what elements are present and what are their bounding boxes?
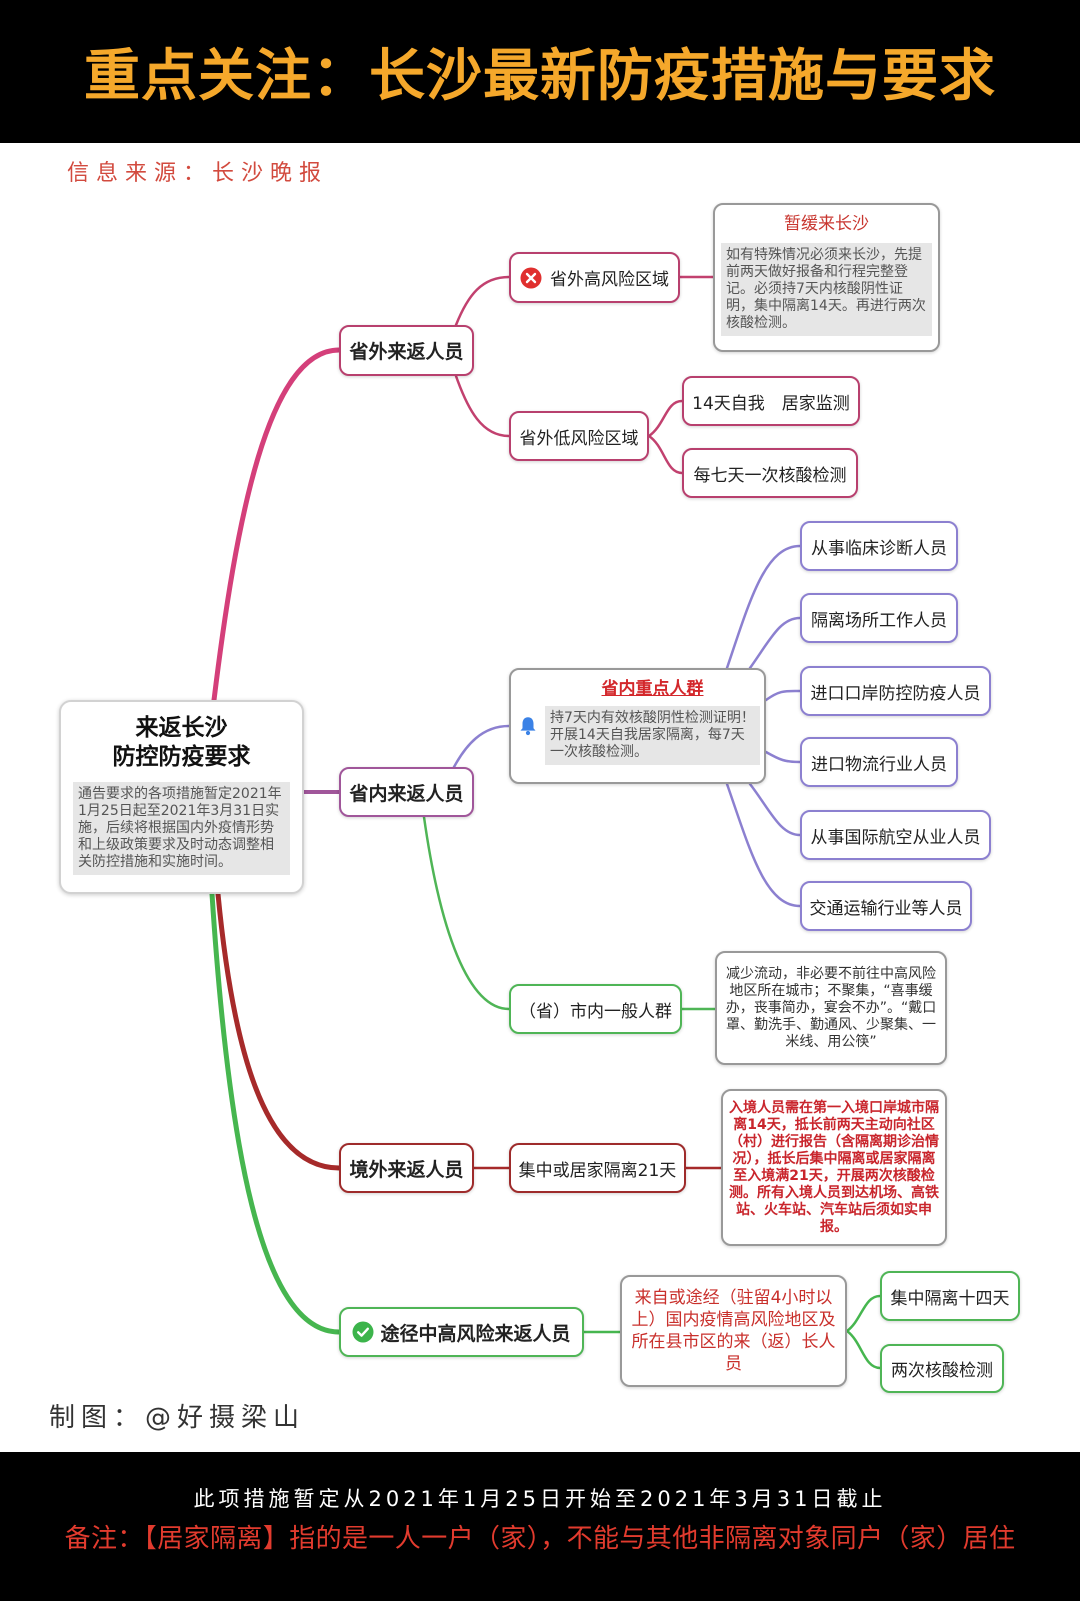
overseas-node: 境外来返人员 — [339, 1143, 474, 1193]
connector-root-overseas — [215, 891, 342, 1171]
outside-high-risk-label: 省外高风险区域 — [550, 270, 669, 290]
connector-key-item-1 — [725, 544, 802, 670]
connector-outside-high — [454, 275, 511, 327]
via-measure-label: 集中隔离十四天 — [890, 1288, 1010, 1309]
overseas-measure-node: 集中或居家隔离21天 — [509, 1143, 686, 1193]
key-group-item: 从事国际航空从业人员 — [800, 810, 991, 860]
connector-inside-general — [422, 815, 511, 1011]
footer-remark: 备注：【居家隔离】指的是一人一户（家），不能与其他非隔离对象同户（家）居住 — [64, 1524, 1016, 1554]
key-groups-title: 省内重点人群 — [601, 679, 704, 699]
key-group-item-label: 从事临床诊断人员 — [811, 538, 947, 559]
overseas-note-text: 入境人员需在第一入境口岸城市隔离14天，抵长前两天主动向社区（村）进行报告（含隔… — [729, 1099, 939, 1235]
x-circle-icon — [520, 267, 542, 289]
connector-key-item-6 — [725, 782, 802, 908]
key-group-item: 从事临床诊断人员 — [800, 521, 958, 571]
connector-root-via — [209, 891, 342, 1335]
general-population-note: 减少流动，非必要不前往中高风险地区所在城市；不聚集，“喜事缓办，丧事简办，宴会不… — [715, 951, 947, 1065]
connector-low-measure-2 — [647, 434, 684, 475]
footer-period: 此项措施暂定从2021年1月25日开始至2021年3月31日截止 — [193, 1487, 887, 1511]
via-risk-description-node: 来自或途经（驻留4小时以上）国内疫情高风险地区及所在县市区的来（返）长人员 — [620, 1275, 847, 1387]
header-bar: 重点关注：长沙最新防疫措施与要求 — [0, 0, 1080, 143]
key-group-item: 进口物流行业人员 — [800, 737, 958, 787]
key-group-item: 交通运输行业等人员 — [800, 881, 972, 931]
inside-province-node: 省内来返人员 — [339, 767, 474, 817]
root-node: 来返长沙 防控防疫要求 通告要求的各项措施暂定2021年1月25日起至2021年… — [59, 700, 304, 894]
key-groups-card: 省内重点人群 持7天内有效核酸阴性检测证明！开展14天自我居家隔离，每7天一次核… — [509, 668, 766, 784]
root-note: 通告要求的各项措施暂定2021年1月25日起至2021年3月31日实施，后续将根… — [73, 782, 290, 875]
connector-outside-low — [454, 374, 511, 438]
connector-key-item-3 — [764, 689, 802, 702]
overseas-measure-label: 集中或居家隔离21天 — [518, 1160, 677, 1181]
overseas-note: 入境人员需在第一入境口岸城市隔离14天，抵长前两天主动向社区（村）进行报告（含隔… — [721, 1089, 947, 1246]
via-risk-label: 途径中高风险来返人员 — [380, 1322, 571, 1345]
via-risk-description: 来自或途经（驻留4小时以上）国内疫情高风险地区及所在县市区的来（返）长人员 — [631, 1288, 836, 1374]
key-group-item-label: 隔离场所工作人员 — [811, 610, 947, 631]
via-measure-quarantine: 集中隔离十四天 — [880, 1271, 1020, 1321]
suspend-note-card: 暂缓来长沙 如有特殊情况必须来长沙，先提前两天做好报备和行程完整登记。必须持7天… — [713, 203, 940, 352]
key-groups-note: 持7天内有效核酸阴性检测证明！开展14天自我居家隔离，每7天一次核酸检测。 — [545, 706, 760, 765]
general-population-note-text: 减少流动，非必要不前往中高风险地区所在城市；不聚集，“喜事缓办，丧事简办，宴会不… — [725, 965, 937, 1050]
connector-root-outside — [211, 347, 342, 703]
footer-bar — [0, 1452, 1080, 1601]
page-title: 重点关注：长沙最新防疫措施与要求 — [84, 44, 996, 109]
source-label: 信息来源：长沙晚报 — [67, 161, 329, 186]
credit-label: 制图：@好摄梁山 — [49, 1403, 306, 1433]
check-circle-icon — [352, 1321, 374, 1343]
outside-province-node: 省外来返人员 — [339, 325, 474, 376]
key-group-item: 隔离场所工作人员 — [800, 593, 958, 643]
key-group-item-label: 进口物流行业人员 — [811, 754, 947, 775]
via-risk-node: 途径中高风险来返人员 — [339, 1307, 584, 1357]
suspend-note-title: 暂缓来长沙 — [784, 214, 869, 234]
low-risk-measure-label: 每七天一次核酸检测 — [693, 465, 847, 486]
inside-province-label: 省内来返人员 — [349, 782, 464, 805]
connector-key-item-2 — [748, 616, 802, 670]
connector-via-measure-2 — [845, 1329, 882, 1370]
overseas-label: 境外来返人员 — [349, 1158, 464, 1181]
low-risk-measure-self-monitor: 14天自我 居家监测 — [682, 376, 860, 426]
key-group-item-label: 交通运输行业等人员 — [809, 898, 963, 919]
key-group-item-label: 从事国际航空从业人员 — [810, 827, 981, 848]
connector-key-item-5 — [748, 782, 802, 837]
via-measure-label: 两次核酸检测 — [891, 1361, 993, 1381]
bell-icon — [517, 715, 539, 737]
key-group-item: 进口口岸防控防疫人员 — [800, 666, 991, 716]
key-group-item-label: 进口口岸防控防疫人员 — [810, 683, 981, 704]
low-risk-measure-weekly-test: 每七天一次核酸检测 — [682, 448, 858, 498]
outside-high-risk-node: 省外高风险区域 — [509, 252, 680, 303]
key-groups-content: 省内重点人群 持7天内有效核酸阴性检测证明！开展14天自我居家隔离，每7天一次核… — [545, 678, 760, 774]
connector-inside-key — [452, 724, 511, 769]
outside-low-risk-label: 省外低风险区域 — [519, 428, 639, 449]
suspend-note-text: 如有特殊情况必须来长沙，先提前两天做好报备和行程完整登记。必须持7天内核酸阴性证… — [721, 243, 932, 336]
outside-province-label: 省外来返人员 — [349, 341, 464, 363]
root-title-line-2: 防控防疫要求 — [112, 744, 251, 770]
root-title: 来返长沙 防控防疫要求 — [113, 714, 251, 772]
root-title-line-1: 来返长沙 — [135, 715, 228, 741]
connector-low-measure-1 — [647, 399, 684, 438]
general-population-node: （省）市内一般人群 — [509, 984, 682, 1034]
outside-low-risk-node: 省外低风险区域 — [509, 411, 649, 461]
via-measure-tests: 两次核酸检测 — [880, 1344, 1004, 1393]
low-risk-measure-label: 14天自我 居家监测 — [692, 393, 850, 414]
connector-via-measure-1 — [845, 1294, 882, 1333]
connector-key-item-4 — [764, 750, 802, 764]
general-population-label: （省）市内一般人群 — [519, 1001, 672, 1022]
